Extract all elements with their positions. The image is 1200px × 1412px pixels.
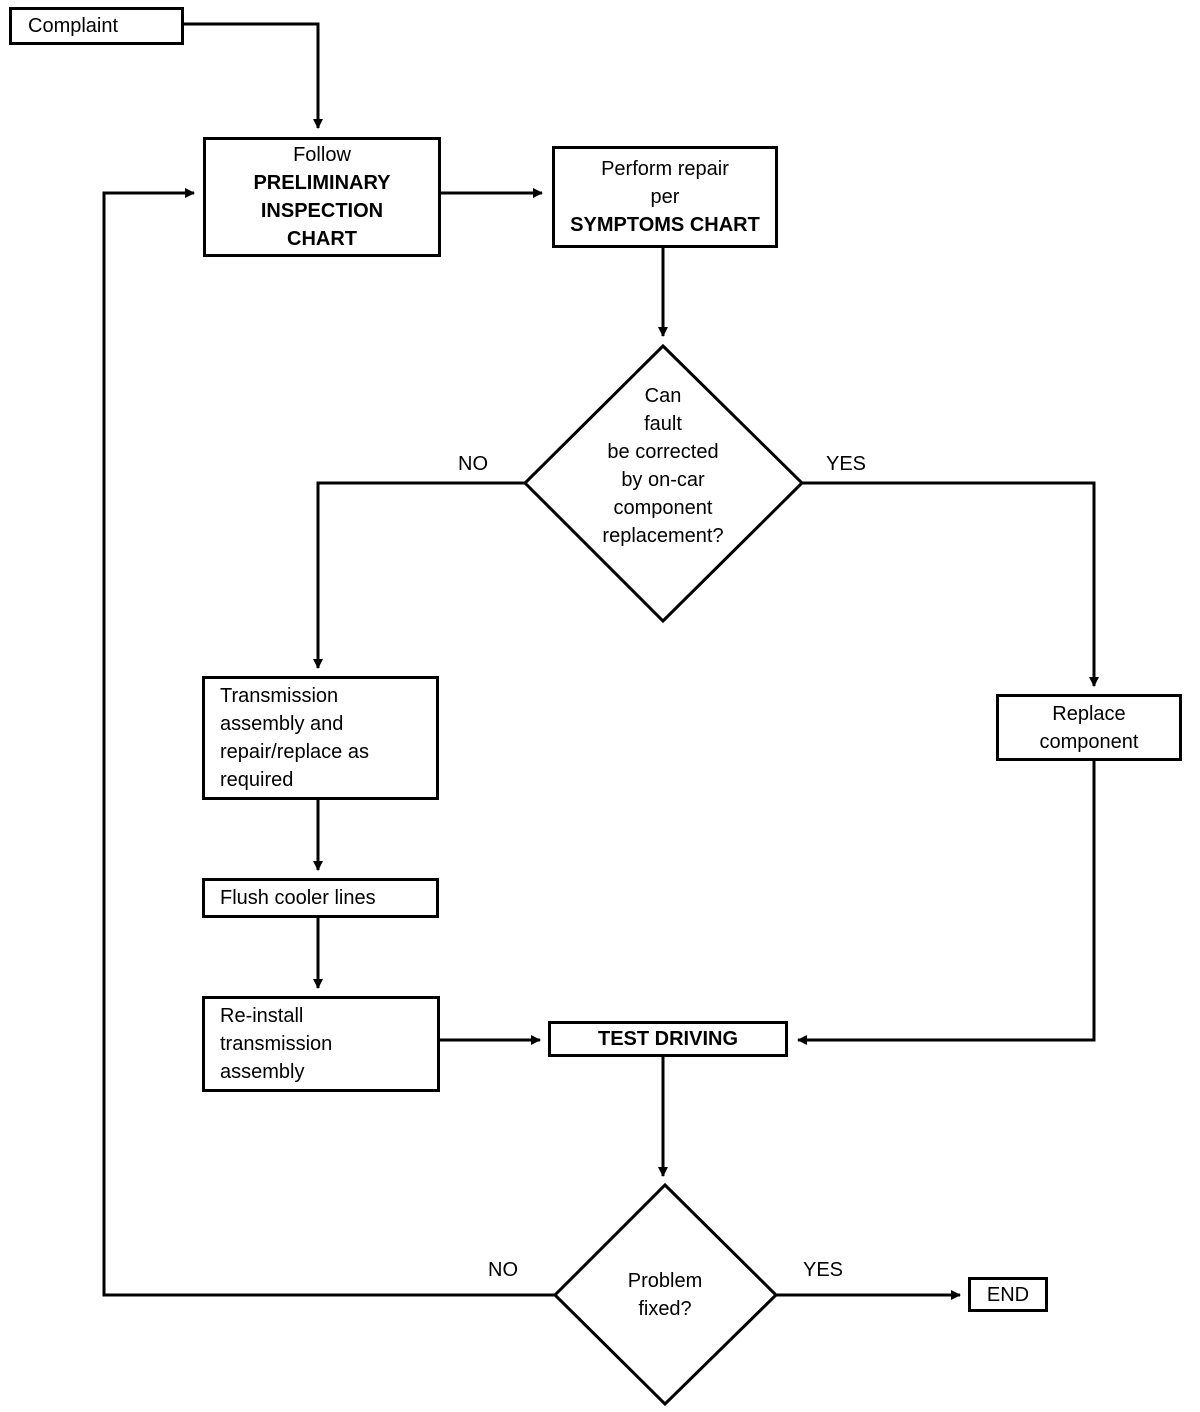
edge-replace-to-test bbox=[797, 760, 1096, 1045]
end-label: END bbox=[986, 1283, 1030, 1306]
reinstall-line-2: transmission bbox=[220, 1033, 333, 1055]
fixed-no-label: NO bbox=[488, 1259, 518, 1281]
flush-cooler-lines-box: Flush cooler lines bbox=[202, 878, 439, 918]
repair-line-1: Perform repair bbox=[601, 158, 729, 180]
fault-line-1: Can bbox=[644, 385, 682, 407]
preliminary-line-1: Follow bbox=[293, 144, 351, 166]
fault-no-label: NO bbox=[458, 453, 488, 475]
preliminary-line-2: PRELIMINARY bbox=[253, 172, 391, 194]
complaint-label: Complaint bbox=[28, 15, 119, 37]
fixed-line-1: Problem bbox=[627, 1270, 703, 1292]
fault-yes-label: YES bbox=[826, 453, 867, 475]
fault-line-3: be corrected bbox=[607, 441, 719, 463]
preliminary-line-3: INSPECTION bbox=[260, 200, 384, 222]
replace-component-box: Replace component bbox=[996, 694, 1182, 761]
transmission-line-1: Transmission bbox=[220, 685, 339, 707]
fault-line-2: fault bbox=[644, 413, 682, 435]
fixed-yes-label: YES bbox=[803, 1259, 844, 1281]
reinstall-line-3: assembly bbox=[220, 1061, 305, 1083]
decision-fault-diamond bbox=[522, 343, 805, 624]
replace-line-2: component bbox=[1039, 730, 1139, 753]
test-driving-label: TEST DRIVING bbox=[597, 1028, 738, 1050]
repair-line-3: SYMPTOMS CHART bbox=[570, 214, 760, 236]
transmission-line-2: assembly and bbox=[220, 713, 344, 735]
edge-complaint-to-preliminary bbox=[183, 22, 323, 129]
repair-line-2: per bbox=[650, 186, 680, 208]
flush-label: Flush cooler lines bbox=[220, 887, 376, 909]
reinstall-box: Re-install transmission assembly bbox=[202, 996, 440, 1092]
test-driving-box: TEST DRIVING bbox=[548, 1021, 788, 1057]
decision-fixed-text: Problem fixed? bbox=[585, 1263, 745, 1327]
edge-fixed-no-loop bbox=[102, 188, 555, 1297]
edge-decision-yes bbox=[802, 481, 1099, 687]
preliminary-inspection-box: Follow PRELIMINARY INSPECTION CHART bbox=[203, 137, 441, 257]
complaint-box: Complaint bbox=[9, 7, 184, 45]
replace-line-1: Replace bbox=[1052, 702, 1126, 725]
fault-line-5: component bbox=[613, 497, 713, 519]
transmission-line-4: required bbox=[220, 769, 294, 791]
fixed-line-2: fixed? bbox=[638, 1298, 692, 1320]
fault-line-4: by on-car bbox=[621, 469, 705, 491]
end-box: END bbox=[968, 1277, 1048, 1312]
decision-fault-text: Can fault be corrected by on-car compone… bbox=[563, 378, 763, 554]
decision-fixed-diamond bbox=[552, 1182, 779, 1407]
transmission-line-3: repair/replace as bbox=[220, 741, 369, 763]
preliminary-line-4: CHART bbox=[287, 228, 357, 250]
perform-repair-box: Perform repair per SYMPTOMS CHART bbox=[552, 146, 778, 248]
fault-line-6: replacement? bbox=[602, 525, 724, 547]
reinstall-line-1: Re-install bbox=[220, 1005, 304, 1027]
edge-decision-no bbox=[313, 481, 525, 669]
transmission-box: Transmission assembly and repair/replace… bbox=[202, 676, 439, 800]
